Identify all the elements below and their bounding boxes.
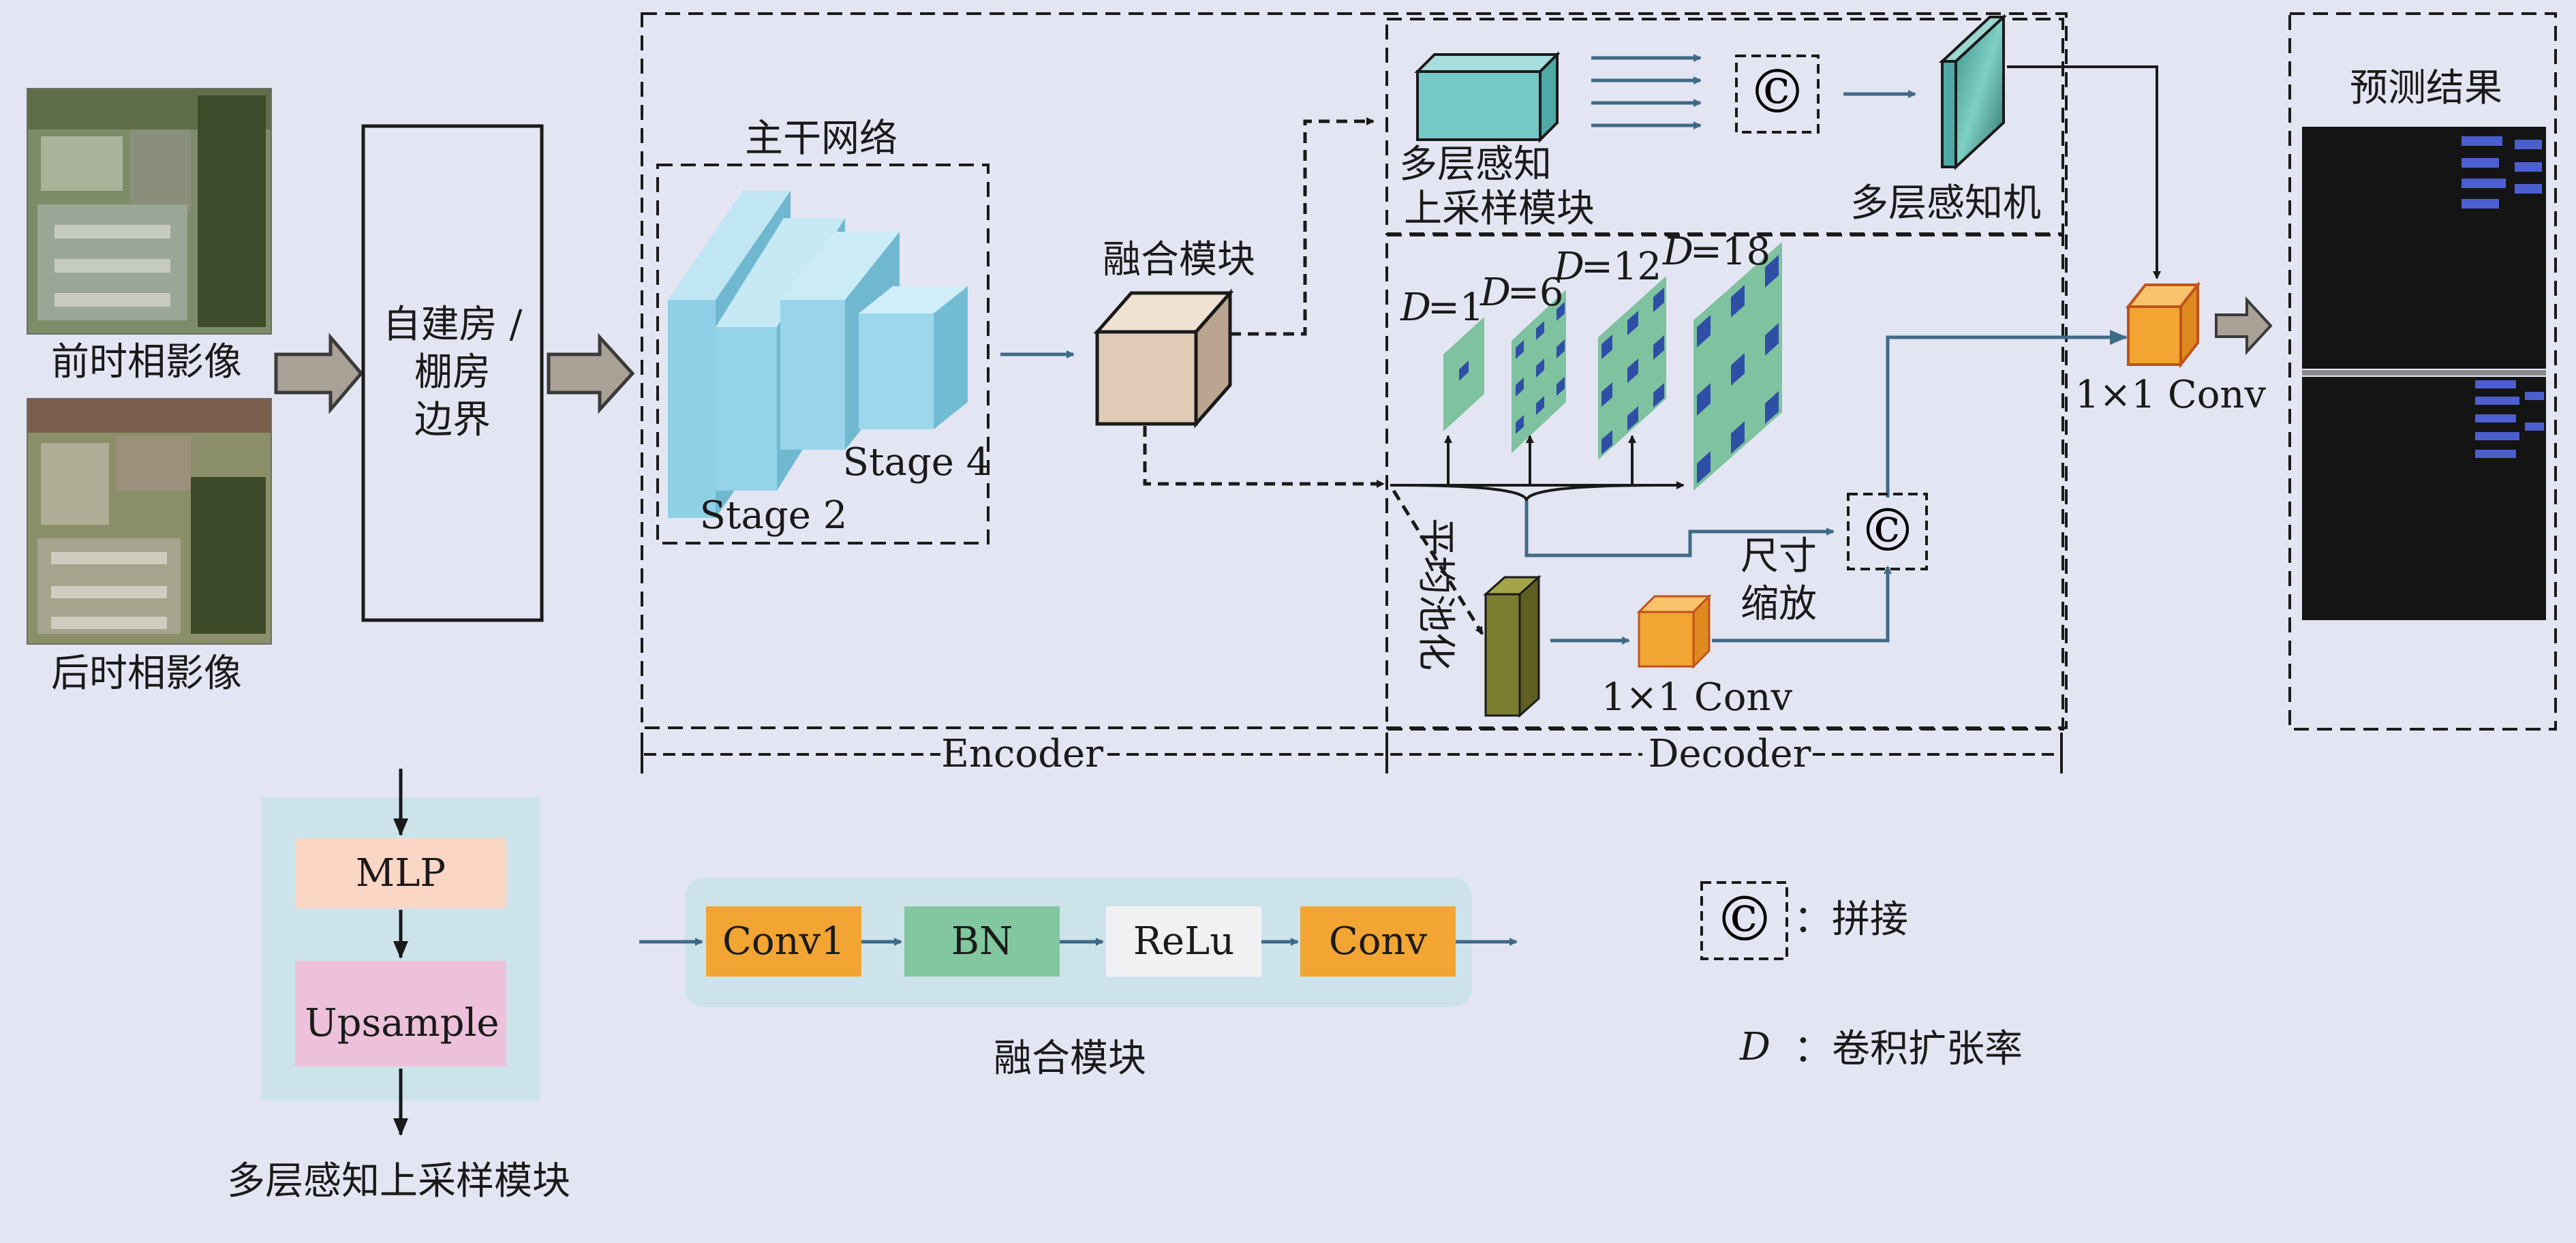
dilated-kernel-d12 xyxy=(1598,276,1666,460)
prediction-image-1 xyxy=(2302,127,2546,369)
mlp-label: 多层感知机 xyxy=(1850,181,2041,226)
fusion-cube xyxy=(1093,288,1234,429)
before-label: 前时相影像 xyxy=(51,340,242,384)
to-avgpool-arrow xyxy=(1392,489,1484,635)
concat-symbol-bottom: © xyxy=(1858,497,1917,565)
boundary-line1: 自建房 / xyxy=(383,303,523,347)
prediction-title: 预测结果 xyxy=(2350,66,2502,110)
mlp-upsample-cube xyxy=(1414,51,1561,143)
backbone-title: 主干网络 xyxy=(745,117,898,161)
mlp-box xyxy=(295,838,506,908)
conv1x1-outer-cube xyxy=(2125,281,2201,369)
conv-label: Conv xyxy=(1329,919,1428,964)
conv-box xyxy=(1300,906,1456,977)
d12-letter: D xyxy=(1553,245,1584,289)
concat-to-final-conv xyxy=(1886,330,2128,497)
d18-letter: D xyxy=(1662,230,1693,274)
after-label: 后时相影像 xyxy=(51,651,242,696)
to-resize-concat xyxy=(1524,501,1835,557)
upsample-box-label: Upsample xyxy=(305,1001,499,1045)
conv1-label: Conv1 xyxy=(722,919,845,964)
legend-d-symbol: D xyxy=(1739,1025,1770,1069)
bn-box xyxy=(904,906,1060,977)
stage4-label: Stage 4 xyxy=(843,440,991,485)
dilated-kernel-d18 xyxy=(1693,242,1782,491)
stage2-label: Stage 2 xyxy=(700,493,848,538)
encoder-decoder-bracket xyxy=(641,733,2063,773)
legend-concat-desc: ：拼接 xyxy=(1794,897,1908,942)
conv1x1-outer-label: 1×1 Conv xyxy=(2075,373,2267,417)
boundary-box xyxy=(361,124,544,622)
mlp-to-conv-arrow xyxy=(2007,65,2161,279)
mlp-module-caption: 多层感知上采样模块 xyxy=(227,1159,570,1203)
upsample-box xyxy=(295,961,506,1066)
decoder-label: Decoder xyxy=(1649,732,1811,776)
kernel-up-arrows xyxy=(1444,435,1636,485)
before-image xyxy=(27,88,272,335)
d1-letter: D xyxy=(1400,286,1431,330)
encoder-label: Encoder xyxy=(941,732,1103,776)
avgpool-block xyxy=(1483,574,1542,718)
d12-value: =12 xyxy=(1581,245,1661,289)
mlp-box-label: MLP xyxy=(356,851,446,895)
resize-line1: 尺寸 xyxy=(1741,534,1817,579)
conv-to-concat-arrow xyxy=(1712,566,1892,643)
d1-value: =1 xyxy=(1428,286,1484,330)
fusion-to-mlp-arrow xyxy=(1230,117,1375,336)
mlp-layer xyxy=(1938,14,2008,170)
boundary-line3: 边界 xyxy=(414,398,491,442)
conv1-box xyxy=(706,906,861,977)
prediction-frame xyxy=(2288,12,2557,731)
aspp-branch-frame xyxy=(1385,234,2064,731)
mlp-upsample-line1: 多层感知 xyxy=(1399,142,1552,187)
resize-line2: 缩放 xyxy=(1741,582,1817,626)
bn-label: BN xyxy=(951,919,1013,964)
avgpool-label: 平均池化 xyxy=(1413,518,1458,671)
legend-concat-symbol: © xyxy=(1714,884,1775,955)
prediction-image-2 xyxy=(2302,377,2546,620)
boundary-arrow xyxy=(547,333,635,414)
fusion-to-aspp-arrow xyxy=(1143,426,1385,488)
concat-box-top xyxy=(1735,55,1820,134)
after-image xyxy=(27,398,272,645)
mlp-multi-arrows xyxy=(1591,54,1702,129)
fusion-title: 融合模块 xyxy=(1103,238,1255,282)
backbone-frame xyxy=(656,164,990,544)
mlp-upsample-line2: 上采样模块 xyxy=(1404,187,1595,231)
conv1x1-inner-cube xyxy=(1636,594,1712,669)
legend-concat-box xyxy=(1700,881,1788,960)
relu-box xyxy=(1106,906,1261,977)
input-arrow xyxy=(274,333,364,414)
dilated-kernel-d1 xyxy=(1443,317,1484,431)
boundary-line2: 棚房 xyxy=(414,350,491,395)
backbone-stages xyxy=(668,191,968,518)
conv1x1-inner-label: 1×1 Conv xyxy=(1601,675,1793,720)
to-prediction-arrow xyxy=(2215,296,2273,356)
concat-box-bottom xyxy=(1847,493,1928,570)
fusion-module-caption: 融合模块 xyxy=(994,1037,1146,1081)
encoder-frame xyxy=(641,12,2068,729)
d6-value: =6 xyxy=(1507,271,1564,315)
legend-d-desc: ：卷积扩张率 xyxy=(1794,1027,2023,1071)
relu-label: ReLu xyxy=(1133,919,1235,964)
d18-value: =18 xyxy=(1690,230,1770,274)
d6-letter: D xyxy=(1479,271,1511,315)
dilated-kernel-d6 xyxy=(1512,290,1566,453)
brace-split xyxy=(1393,484,1660,502)
concat-symbol-top: © xyxy=(1747,57,1807,127)
